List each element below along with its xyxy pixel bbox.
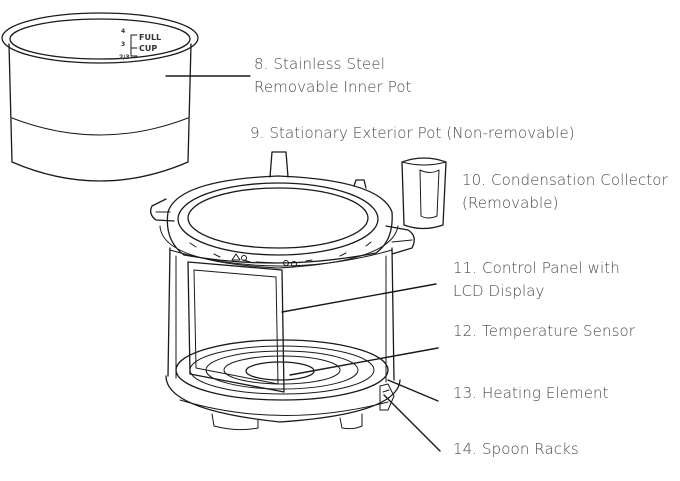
label-line: LCD Display (453, 282, 545, 300)
leader-lines (165, 75, 441, 452)
label-line: 8. Stainless Steel (254, 55, 385, 73)
label-line: 12. Temperature Sensor (453, 322, 636, 340)
label-condensation-collector: 10. Condensation Collector (Removable) (462, 169, 668, 215)
label-spoon-racks: 14. Spoon Racks (453, 438, 579, 461)
label-line: Removable Inner Pot (254, 78, 412, 96)
pot-marking-cup: CUP (139, 44, 157, 53)
label-heating-element: 13. Heating Element (453, 382, 609, 405)
pot-marking-b: 3 (121, 41, 125, 48)
label-line: 14. Spoon Racks (453, 440, 579, 458)
inner-pot-illustration (1, 12, 199, 182)
pot-marking-c: 2/3 (119, 54, 130, 61)
pot-marking-a: 4 (121, 28, 125, 35)
label-line: 10. Condensation Collector (462, 171, 668, 189)
label-inner-pot: 8. Stainless Steel Removable Inner Pot (254, 53, 412, 99)
label-temperature-sensor: 12. Temperature Sensor (453, 320, 635, 343)
pot-markings: FULL CUP 4 3 2/3 (119, 28, 161, 61)
condensation-collector-illustration (401, 157, 447, 230)
label-control-panel: 11. Control Panel with LCD Display (453, 257, 620, 303)
pot-marking-full: FULL (139, 33, 161, 42)
label-line: (Removable) (462, 194, 559, 212)
label-line: 11. Control Panel with (453, 259, 620, 277)
label-line: 13. Heating Element (453, 384, 609, 402)
label-line: 9. Stationary Exterior Pot (Non-removabl… (250, 124, 575, 142)
label-exterior-pot: 9. Stationary Exterior Pot (Non-removabl… (250, 122, 575, 145)
cooker-illustration (150, 151, 415, 431)
